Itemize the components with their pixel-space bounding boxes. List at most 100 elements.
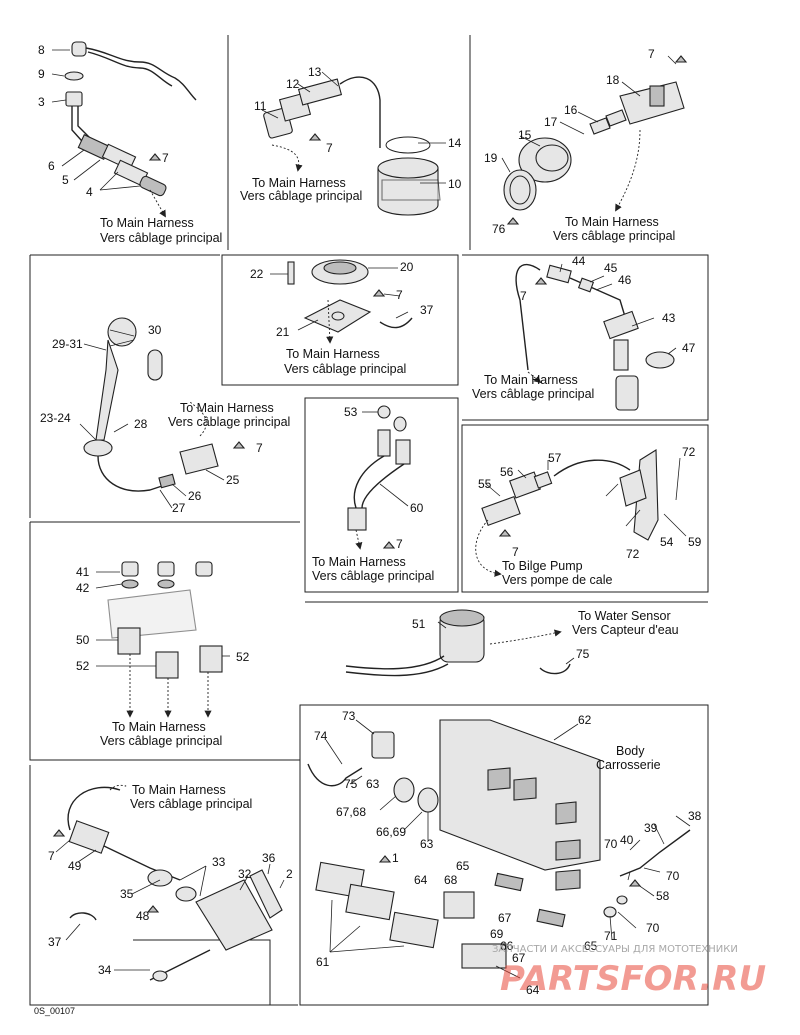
callout-75: 75 — [576, 647, 590, 661]
caption-vers-cablage: Vers câblage principal — [284, 362, 406, 376]
callout-70: 70 — [646, 921, 660, 935]
callout-7: 7 — [396, 288, 403, 302]
caption-vers-cablage: Vers câblage principal — [312, 569, 434, 583]
assembly-breaker-harness — [52, 783, 285, 982]
assembly-harness-top-left — [51, 41, 197, 218]
callout-67: 67 — [512, 951, 526, 965]
caption-to-main-harness: To Main Harness — [112, 720, 206, 734]
callout-14: 14 — [448, 136, 462, 150]
callout-8: 8 — [38, 43, 45, 57]
callout-16: 16 — [564, 103, 578, 117]
callout-7: 7 — [326, 141, 333, 155]
drawing-code: 0S_00107 — [34, 1006, 75, 1016]
callout-63: 63 — [366, 777, 380, 791]
callout-46: 46 — [618, 273, 632, 287]
callout-48: 48 — [136, 909, 150, 923]
caption-vers-capteur: Vers Capteur d'eau — [572, 623, 679, 637]
caption-vers-cablage: Vers câblage principal — [168, 415, 290, 429]
callout-52: 52 — [236, 650, 250, 664]
callout-39: 39 — [644, 821, 658, 835]
callout-70: 70 — [604, 837, 618, 851]
callout-68: 68 — [444, 873, 458, 887]
callout-51: 51 — [412, 617, 426, 631]
callout-59: 59 — [688, 535, 702, 549]
callout-64: 64 — [526, 983, 540, 997]
caption-body: Body — [616, 744, 645, 758]
callout-32: 32 — [238, 867, 252, 881]
callout-35: 35 — [120, 887, 134, 901]
assembly-relays — [95, 561, 230, 718]
caption-to-main-harness: To Main Harness — [132, 783, 226, 797]
callout-67-68: 67,68 — [336, 805, 366, 819]
callout-53: 53 — [344, 405, 358, 419]
callout-5: 5 — [62, 173, 69, 187]
callout-75: 75 — [344, 777, 358, 791]
caption-to-main-harness: To Main Harness — [252, 176, 346, 190]
callout-20: 20 — [400, 260, 414, 274]
callout-37: 37 — [48, 935, 62, 949]
callout-61: 61 — [316, 955, 330, 969]
callout-44: 44 — [572, 254, 586, 268]
callout-45: 45 — [604, 261, 618, 275]
callout-60: 60 — [410, 501, 424, 515]
callout-67: 67 — [498, 911, 512, 925]
callout-50: 50 — [76, 633, 90, 647]
callout-7: 7 — [162, 151, 169, 165]
callout-27: 27 — [172, 501, 186, 515]
caption-to-main-harness: To Main Harness — [286, 347, 380, 361]
callout-29-31: 29-31 — [52, 337, 83, 351]
panel-frames — [29, 35, 709, 1006]
callout-57: 57 — [548, 451, 562, 465]
callout-30: 30 — [148, 323, 162, 337]
callout-55: 55 — [478, 477, 492, 491]
watermark-logo: PARTSFOR.RU — [500, 959, 766, 999]
callout-43: 43 — [662, 311, 676, 325]
callout-70: 70 — [666, 869, 680, 883]
callout-10: 10 — [448, 177, 462, 191]
callout-9: 9 — [38, 67, 45, 81]
callout-73: 73 — [342, 709, 356, 723]
callout-58: 58 — [656, 889, 670, 903]
assembly-sensor-top-right — [501, 55, 688, 225]
caption-to-main-harness: To Main Harness — [565, 215, 659, 229]
caption-carrosserie: Carrosserie — [596, 758, 661, 772]
assembly-plate-switch — [270, 259, 413, 344]
callout-28: 28 — [134, 417, 148, 431]
callout-33: 33 — [212, 855, 226, 869]
callout-66: 66 — [500, 939, 514, 953]
callout-36: 36 — [262, 851, 276, 865]
callout-7: 7 — [396, 537, 403, 551]
assembly-bilge-switch — [475, 449, 687, 577]
callout-34: 34 — [98, 963, 112, 977]
callout-72: 72 — [626, 547, 640, 561]
callout-64: 64 — [414, 873, 428, 887]
caption-to-bilge-pump: To Bilge Pump — [502, 559, 583, 573]
callout-21: 21 — [276, 325, 290, 339]
caption-to-main-harness: To Main Harness — [312, 555, 406, 569]
callout-7: 7 — [256, 441, 263, 455]
callout-56: 56 — [500, 465, 514, 479]
assembly-navigation-light — [79, 317, 246, 509]
callout-69: 69 — [490, 927, 504, 941]
caption-vers-cablage: Vers câblage principal — [553, 229, 675, 243]
callout-74: 74 — [314, 729, 328, 743]
assembly-switch-harness — [347, 405, 411, 550]
caption-vers-cablage: Vers câblage principal — [472, 387, 594, 401]
caption-vers-cablage: Vers câblage principal — [130, 797, 252, 811]
callout-71: 71 — [604, 929, 618, 943]
callout-62: 62 — [578, 713, 592, 727]
callout-19: 19 — [484, 151, 498, 165]
callout-47: 47 — [682, 341, 696, 355]
callout-76: 76 — [492, 222, 506, 236]
caption-to-main-harness: To Main Harness — [484, 373, 578, 387]
callout-4: 4 — [86, 185, 93, 199]
callout-15: 15 — [518, 128, 532, 142]
callout-7: 7 — [48, 849, 55, 863]
callout-6: 6 — [48, 159, 55, 173]
callout-13: 13 — [308, 65, 322, 79]
callout-7: 7 — [520, 289, 527, 303]
caption-to-main-harness: To Main Harness — [180, 401, 274, 415]
callout-7: 7 — [648, 47, 655, 61]
callout-65: 65 — [456, 859, 470, 873]
